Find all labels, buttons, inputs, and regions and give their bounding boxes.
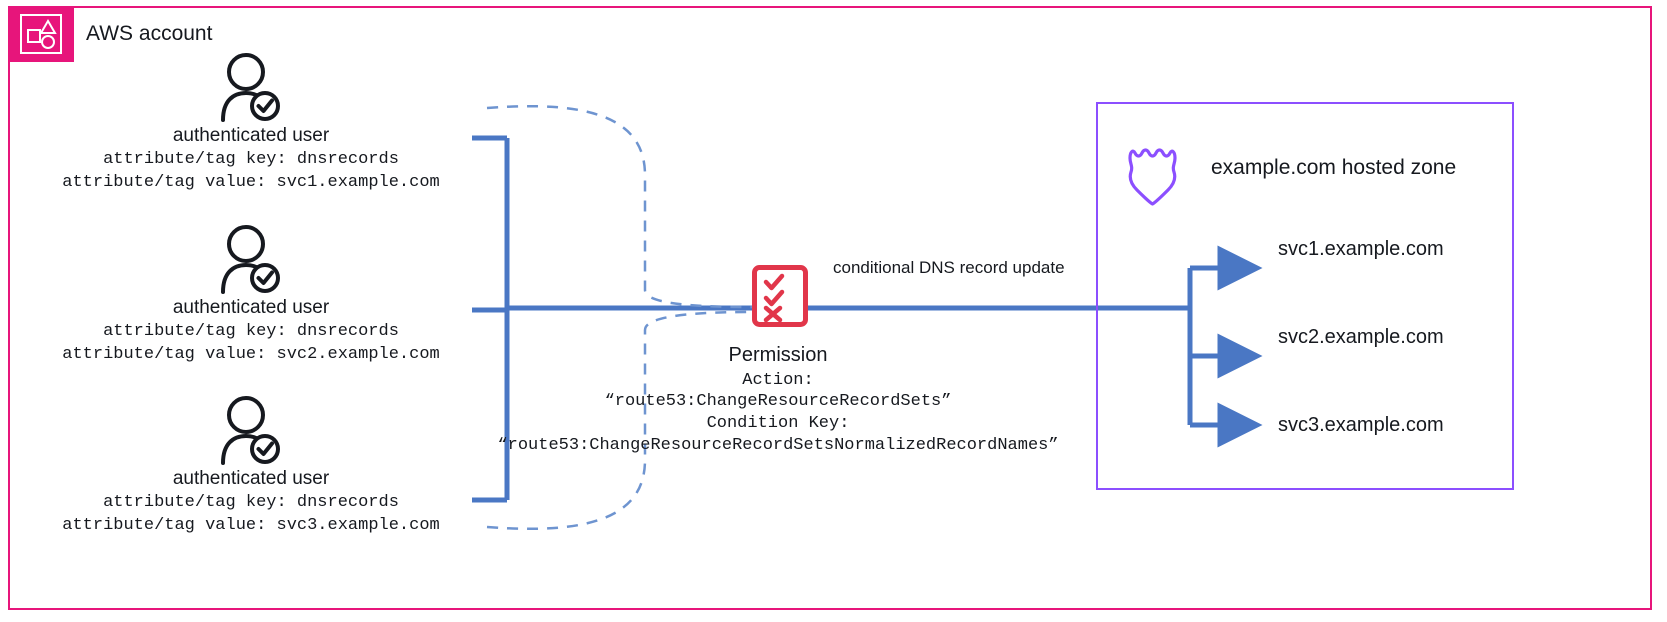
- user-attr-key-1: attribute/tag key: dnsrecords: [103, 150, 399, 169]
- dashed-curve-bottom: [486, 310, 753, 531]
- user-attr-key-2: attribute/tag key: dnsrecords: [103, 322, 399, 341]
- record-svc1: svc1.example.com: [1278, 238, 1444, 260]
- permission-condition-label: Condition Key:: [706, 414, 850, 433]
- dashed-curve-top: [486, 104, 753, 309]
- permission-condition-value: “route53:ChangeResourceRecordSetsNormali…: [497, 436, 1059, 455]
- user-title-3: authenticated user: [172, 468, 330, 489]
- aws-account-label: AWS account: [86, 22, 213, 45]
- authenticated-user-icon: [16, 395, 486, 467]
- user-block-2: authenticated user attribute/tag key: dn…: [16, 224, 486, 366]
- user-bracket: [472, 135, 510, 503]
- aws-account-frame: [8, 6, 1652, 610]
- record-svc2: svc2.example.com: [1278, 326, 1444, 348]
- user-attr-value-3: attribute/tag value: svc3.example.com: [62, 516, 440, 535]
- user-attr-key-3: attribute/tag key: dnsrecords: [103, 493, 399, 512]
- aws-account-icon: [8, 6, 74, 62]
- user-attr-value-2: attribute/tag value: svc2.example.com: [62, 345, 440, 364]
- user-block-1: authenticated user attribute/tag key: dn…: [16, 52, 486, 194]
- permission-checklist-icon: [752, 265, 808, 332]
- record-fanout: [1187, 245, 1263, 448]
- user-title-1: authenticated user: [172, 125, 330, 146]
- permission-title: Permission: [728, 344, 828, 366]
- user-block-3: authenticated user attribute/tag key: dn…: [16, 395, 486, 537]
- record-svc3: svc3.example.com: [1278, 414, 1444, 436]
- conditional-update-label: conditional DNS record update: [833, 258, 1065, 277]
- route53-hosted-zone-icon: [1124, 140, 1186, 211]
- hosted-zone-box: [1096, 102, 1514, 490]
- hosted-zone-label: example.com hosted zone: [1211, 156, 1457, 179]
- user-title-2: authenticated user: [172, 297, 330, 318]
- authenticated-user-icon: [16, 52, 486, 124]
- authenticated-user-icon: [16, 224, 486, 296]
- permission-action-value: “route53:ChangeResourceRecordSets”: [604, 392, 952, 411]
- user-attr-value-1: attribute/tag value: svc1.example.com: [62, 173, 440, 192]
- permission-action-label: Action:: [742, 371, 814, 390]
